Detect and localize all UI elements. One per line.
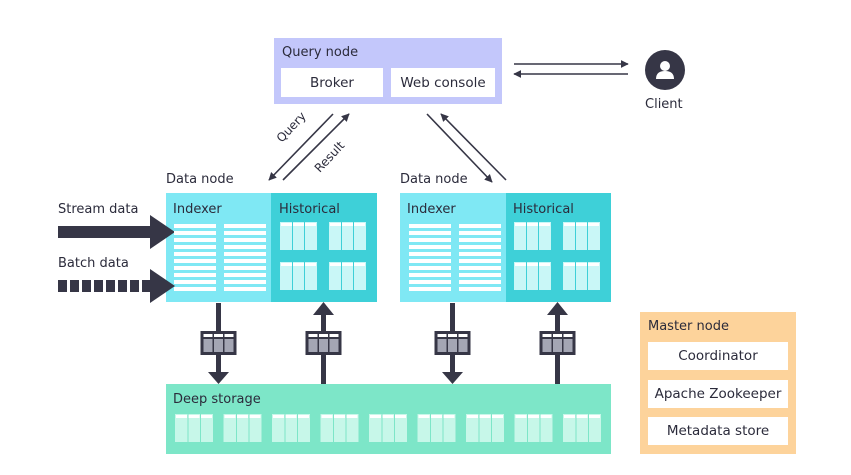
segment-icon bbox=[539, 331, 576, 355]
batch-dash bbox=[70, 280, 79, 292]
coordinator-box: Coordinator bbox=[648, 342, 788, 370]
batch-dash bbox=[118, 280, 127, 292]
historical-2: Historical bbox=[506, 193, 611, 302]
batch-data-arrow bbox=[58, 269, 175, 303]
batch-dash bbox=[142, 280, 151, 292]
stream-data-arrow bbox=[58, 215, 175, 249]
batch-data-label: Batch data bbox=[58, 256, 129, 271]
arrow-indexer-1-to-storage bbox=[208, 303, 229, 384]
arrow-storage-to-historical-1 bbox=[313, 302, 334, 384]
segment-icon bbox=[305, 331, 342, 355]
broker-box: Broker bbox=[281, 68, 383, 97]
batch-dash bbox=[82, 280, 91, 292]
deep-storage-title: Deep storage bbox=[173, 392, 261, 407]
indexer-1: Indexer bbox=[166, 193, 271, 302]
indexer-1-title: Indexer bbox=[173, 202, 222, 217]
batch-dash bbox=[58, 280, 67, 292]
user-icon bbox=[656, 61, 674, 79]
indexer-2: Indexer bbox=[400, 193, 506, 302]
stream-data-label: Stream data bbox=[58, 202, 139, 217]
query-label: Query bbox=[273, 109, 309, 146]
batch-dash bbox=[130, 280, 139, 292]
metadata-store-box: Metadata store bbox=[648, 417, 788, 445]
historical-1: Historical bbox=[271, 193, 377, 302]
data-node-2-title: Data node bbox=[400, 172, 468, 187]
client-label: Client bbox=[645, 97, 683, 112]
batch-dash bbox=[94, 280, 103, 292]
zookeeper-box: Apache Zookeeper bbox=[648, 380, 788, 408]
deep-storage: Deep storage bbox=[166, 384, 611, 454]
arrow-indexer-2-to-storage bbox=[442, 303, 463, 384]
web-console-box: Web console bbox=[391, 68, 495, 97]
arrow-result-from-data-node-2 bbox=[440, 113, 507, 181]
master-node: Master node Coordinator Apache Zookeeper… bbox=[640, 312, 796, 454]
query-node-title: Query node bbox=[282, 45, 359, 60]
indexer-2-title: Indexer bbox=[407, 202, 456, 217]
arrow-storage-to-historical-2 bbox=[547, 302, 568, 384]
result-label: Result bbox=[311, 138, 348, 176]
historical-1-title: Historical bbox=[279, 202, 340, 217]
segment-icon bbox=[434, 331, 471, 355]
batch-dash bbox=[106, 280, 115, 292]
data-node-1-title: Data node bbox=[166, 172, 234, 187]
query-node: Query node Broker Web console bbox=[274, 38, 502, 104]
segment-icon bbox=[200, 331, 237, 355]
segment-icons bbox=[200, 331, 576, 355]
client-avatar bbox=[645, 50, 685, 90]
master-node-title: Master node bbox=[648, 319, 729, 334]
historical-2-title: Historical bbox=[513, 202, 574, 217]
